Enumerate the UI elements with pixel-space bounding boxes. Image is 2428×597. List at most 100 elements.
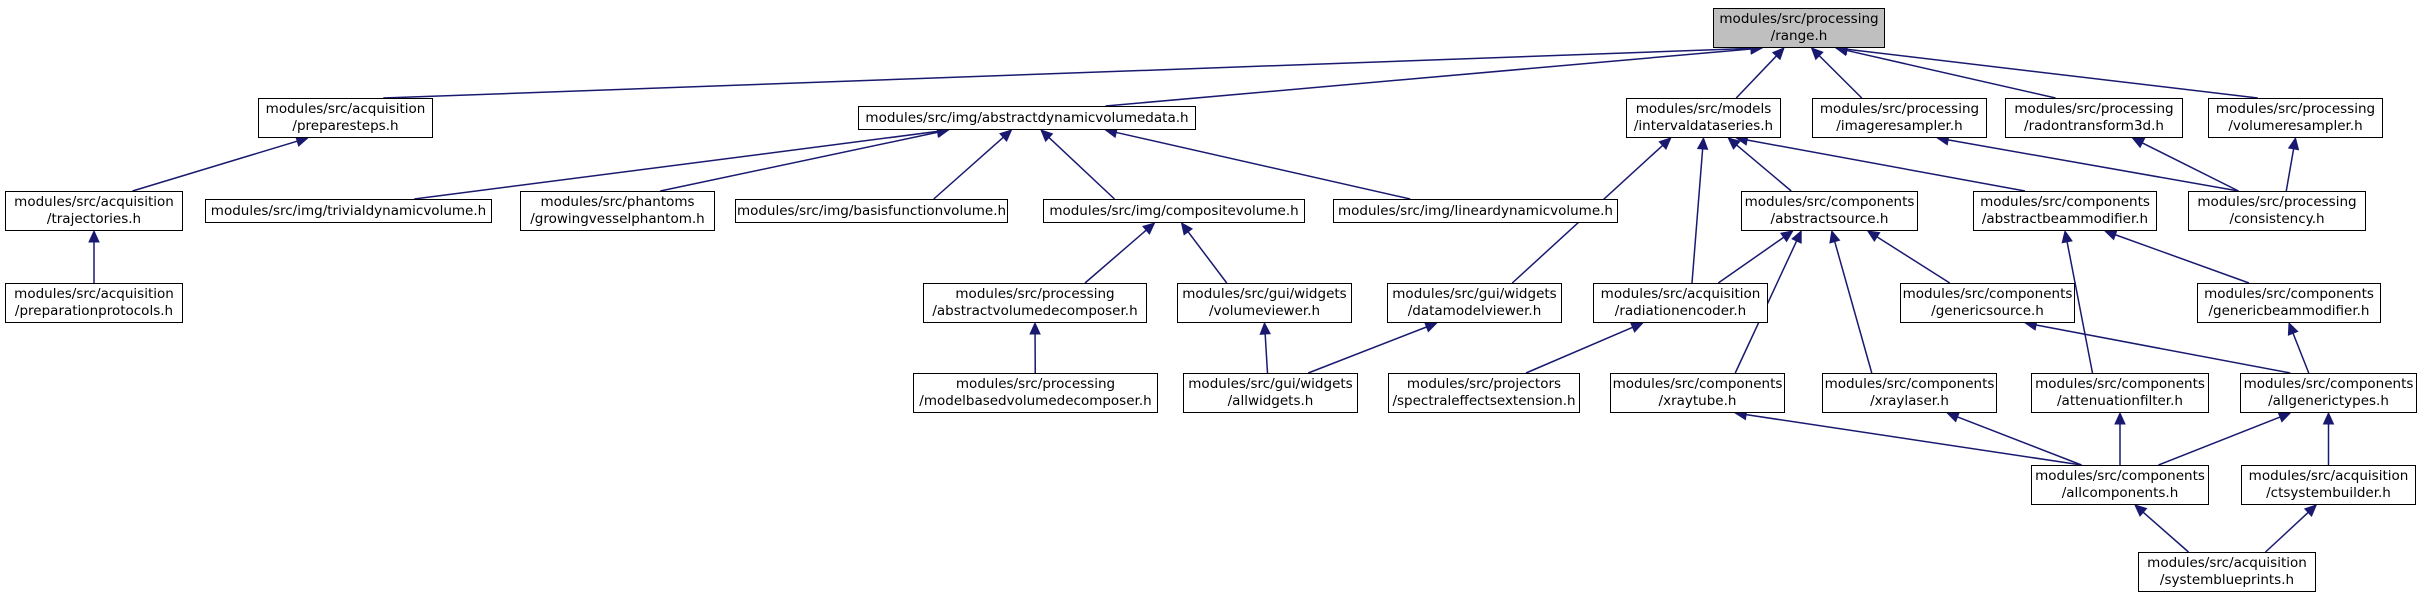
edge-consistency-to-radontransform3d xyxy=(2142,142,2239,192)
node-label-line: modules/src/components xyxy=(1824,376,1995,392)
node-preparationprotocols[interactable]: modules/src/acquisition/preparationproto… xyxy=(5,283,183,323)
node-basisfunctionvolume[interactable]: modules/src/img/basisfunctionvolume.h xyxy=(735,199,1008,223)
node-label-line: modules/src/models xyxy=(1635,101,1772,117)
node-label-line: modules/src/phantoms xyxy=(540,194,695,210)
arrowhead xyxy=(1658,137,1672,151)
arrowhead xyxy=(1040,129,1054,143)
node-abstractbeammodifier[interactable]: modules/src/components/abstractbeammodif… xyxy=(1973,191,2157,231)
edge-intervaldataseries-to-range xyxy=(1735,55,1777,99)
node-label-line: /radontransform3d.h xyxy=(2024,118,2164,134)
node-abstractdynamicvolumedata[interactable]: modules/src/img/abstractdynamicvolumedat… xyxy=(858,106,1196,130)
arrowhead xyxy=(1866,230,1881,243)
edge-consistency-to-volumeresampler xyxy=(2285,148,2295,192)
edge-growingvesselphantom-to-abstractdynamicvolumedata xyxy=(660,131,938,192)
arrowhead xyxy=(2114,411,2126,425)
node-label-line: /genericbeammodifier.h xyxy=(2208,303,2370,319)
node-label-line: /consistency.h xyxy=(2229,211,2325,227)
edge-allcomponents-to-xraylaser xyxy=(1957,416,2082,466)
node-radontransform3d[interactable]: modules/src/processing/radontransform3d.… xyxy=(2005,98,2183,138)
node-label-line: /abstractvolumedecomposer.h xyxy=(932,303,1138,319)
node-label-line: modules/src/acquisition xyxy=(265,101,426,117)
arrowhead xyxy=(1142,222,1156,235)
edge-allcomponents-to-xraytube xyxy=(1746,413,2082,466)
arrowhead xyxy=(2287,321,2299,336)
node-label-line: modules/src/processing xyxy=(955,286,1115,302)
edge-allcomponents-to-allgenerictypes xyxy=(2158,416,2281,466)
node-genericsource[interactable]: modules/src/components/genericsource.h xyxy=(1900,283,2075,323)
edge-genericsource-to-abstractsource xyxy=(1876,236,1951,284)
node-ctsystembuilder[interactable]: modules/src/acquisition/ctsystembuilder.… xyxy=(2241,465,2416,505)
node-label-line: modules/src/acquisition xyxy=(14,194,174,210)
node-label-line: modules/src/processing xyxy=(2197,194,2357,210)
node-label-line: /abstractbeammodifier.h xyxy=(1981,211,2149,227)
node-preparesteps[interactable]: modules/src/acquisition/preparesteps.h xyxy=(258,98,433,138)
node-consistency[interactable]: modules/src/processing/consistency.h xyxy=(2188,191,2366,231)
node-genericbeammodifier[interactable]: modules/src/components/genericbeammodifi… xyxy=(2197,283,2381,323)
edge-radiationencoder-to-abstractsource xyxy=(1717,236,1785,284)
node-trajectories[interactable]: modules/src/acquisition/trajectories.h xyxy=(5,191,183,231)
node-label-line: /genericsource.h xyxy=(1931,303,2044,319)
edge-xraylaser-to-abstractsource xyxy=(1834,241,1873,374)
node-label-line: /xraylaser.h xyxy=(1870,393,1949,409)
edge-allgenerictypes-to-genericbeammodifier xyxy=(2292,332,2310,374)
node-datamodelviewer[interactable]: modules/src/gui/widgets/datamodelviewer.… xyxy=(1387,283,1562,323)
node-range[interactable]: modules/src/processing/range.h xyxy=(1713,8,1885,48)
node-abstractsource[interactable]: modules/src/components/abstractsource.h xyxy=(1741,191,1918,231)
arrowhead xyxy=(1259,321,1271,335)
node-lineardynamicvolume[interactable]: modules/src/img/lineardynamicvolume.h xyxy=(1333,199,1618,223)
arrowhead xyxy=(1029,321,1041,335)
edge-abstractdynamicvolumedata-to-range xyxy=(1105,48,1752,107)
node-volumeresampler[interactable]: modules/src/processing/volumeresampler.h xyxy=(2208,98,2383,138)
node-attenuationfilter[interactable]: modules/src/components/attenuationfilter… xyxy=(2031,373,2209,413)
arrowhead xyxy=(88,229,100,243)
node-xraytube[interactable]: modules/src/components/xraytube.h xyxy=(1610,373,1785,413)
node-imageresampler[interactable]: modules/src/processing/imageresampler.h xyxy=(1812,98,1987,138)
node-compositevolume[interactable]: modules/src/img/compositevolume.h xyxy=(1043,199,1305,223)
node-xraylaser[interactable]: modules/src/components/xraylaser.h xyxy=(1822,373,1997,413)
node-abstractvolumedecomposer[interactable]: modules/src/processing/abstractvolumedec… xyxy=(923,283,1147,323)
node-label-line: /attenuationfilter.h xyxy=(2057,393,2183,409)
edge-genericbeammodifier-to-abstractbeammodifier xyxy=(2115,234,2250,284)
edge-imageresampler-to-range xyxy=(1818,55,1863,99)
node-allgenerictypes[interactable]: modules/src/components/allgenerictypes.h xyxy=(2240,373,2417,413)
node-label-line: modules/src/components xyxy=(1744,194,1915,210)
node-spectraleffectsextension[interactable]: modules/src/projectors/spectraleffectsex… xyxy=(1388,373,1580,413)
node-growingvesselphantom[interactable]: modules/src/phantoms/growingvesselphanto… xyxy=(520,191,715,231)
node-label-line: /intervaldataseries.h xyxy=(1633,118,1774,134)
edge-abstractbeammodifier-to-intervaldataseries xyxy=(1746,139,2026,192)
edge-lineardynamicvolume-to-abstractdynamicvolumedata xyxy=(1116,131,1411,200)
node-label-line: /volumeresampler.h xyxy=(2228,118,2363,134)
edge-systemblueprints-to-ctsystembuilder xyxy=(2264,511,2309,553)
arrowhead xyxy=(1696,136,1709,150)
node-volumeviewer[interactable]: modules/src/gui/widgets/volumeviewer.h xyxy=(1177,283,1352,323)
arrowhead xyxy=(1771,47,1785,61)
arrowhead xyxy=(1727,137,1741,150)
edge-radontransform3d-to-range xyxy=(1846,49,2056,99)
node-label-line: modules/src/img/abstractdynamicvolumedat… xyxy=(865,109,1189,126)
arrowhead xyxy=(2061,229,2073,244)
arrowhead xyxy=(2303,504,2318,518)
node-allcomponents[interactable]: modules/src/components/allcomponents.h xyxy=(2031,465,2209,505)
node-label-line: modules/src/components xyxy=(1612,376,1783,392)
node-label-line: modules/src/processing xyxy=(2215,101,2376,117)
node-systemblueprints[interactable]: modules/src/acquisition/systemblueprints… xyxy=(2138,552,2316,592)
arrowhead xyxy=(1791,229,1802,244)
node-label-line: /volumeviewer.h xyxy=(1208,303,1321,319)
node-modelbasedvolumedecomposer[interactable]: modules/src/processing/modelbasedvolumed… xyxy=(913,373,1158,413)
node-label-line: modules/src/acquisition xyxy=(1600,286,1761,302)
node-trivialdynamicvolume[interactable]: modules/src/img/trivialdynamicvolume.h xyxy=(205,199,492,223)
node-allwidgets[interactable]: modules/src/gui/widgets/allwidgets.h xyxy=(1183,373,1358,413)
edge-allwidgets-to-datamodelviewer xyxy=(1307,326,1427,374)
edge-preparesteps-to-range xyxy=(383,47,1752,99)
edge-compositevolume-to-abstractdynamicvolumedata xyxy=(1048,136,1116,200)
node-radiationencoder[interactable]: modules/src/acquisition/radiationencoder… xyxy=(1593,283,1768,323)
node-label-line: /modelbasedvolumedecomposer.h xyxy=(919,393,1152,409)
edge-allwidgets-to-volumeviewer xyxy=(1264,333,1269,374)
arrowhead xyxy=(2131,137,2146,149)
arrowhead xyxy=(1629,322,1644,333)
node-label-line: /allwidgets.h xyxy=(1227,393,1314,409)
node-intervaldataseries[interactable]: modules/src/models/intervaldataseries.h xyxy=(1626,98,1781,138)
node-label-line: modules/src/components xyxy=(2243,376,2414,392)
node-label-line: modules/src/projectors xyxy=(1406,376,1562,392)
node-label-line: modules/src/components xyxy=(2035,468,2205,484)
